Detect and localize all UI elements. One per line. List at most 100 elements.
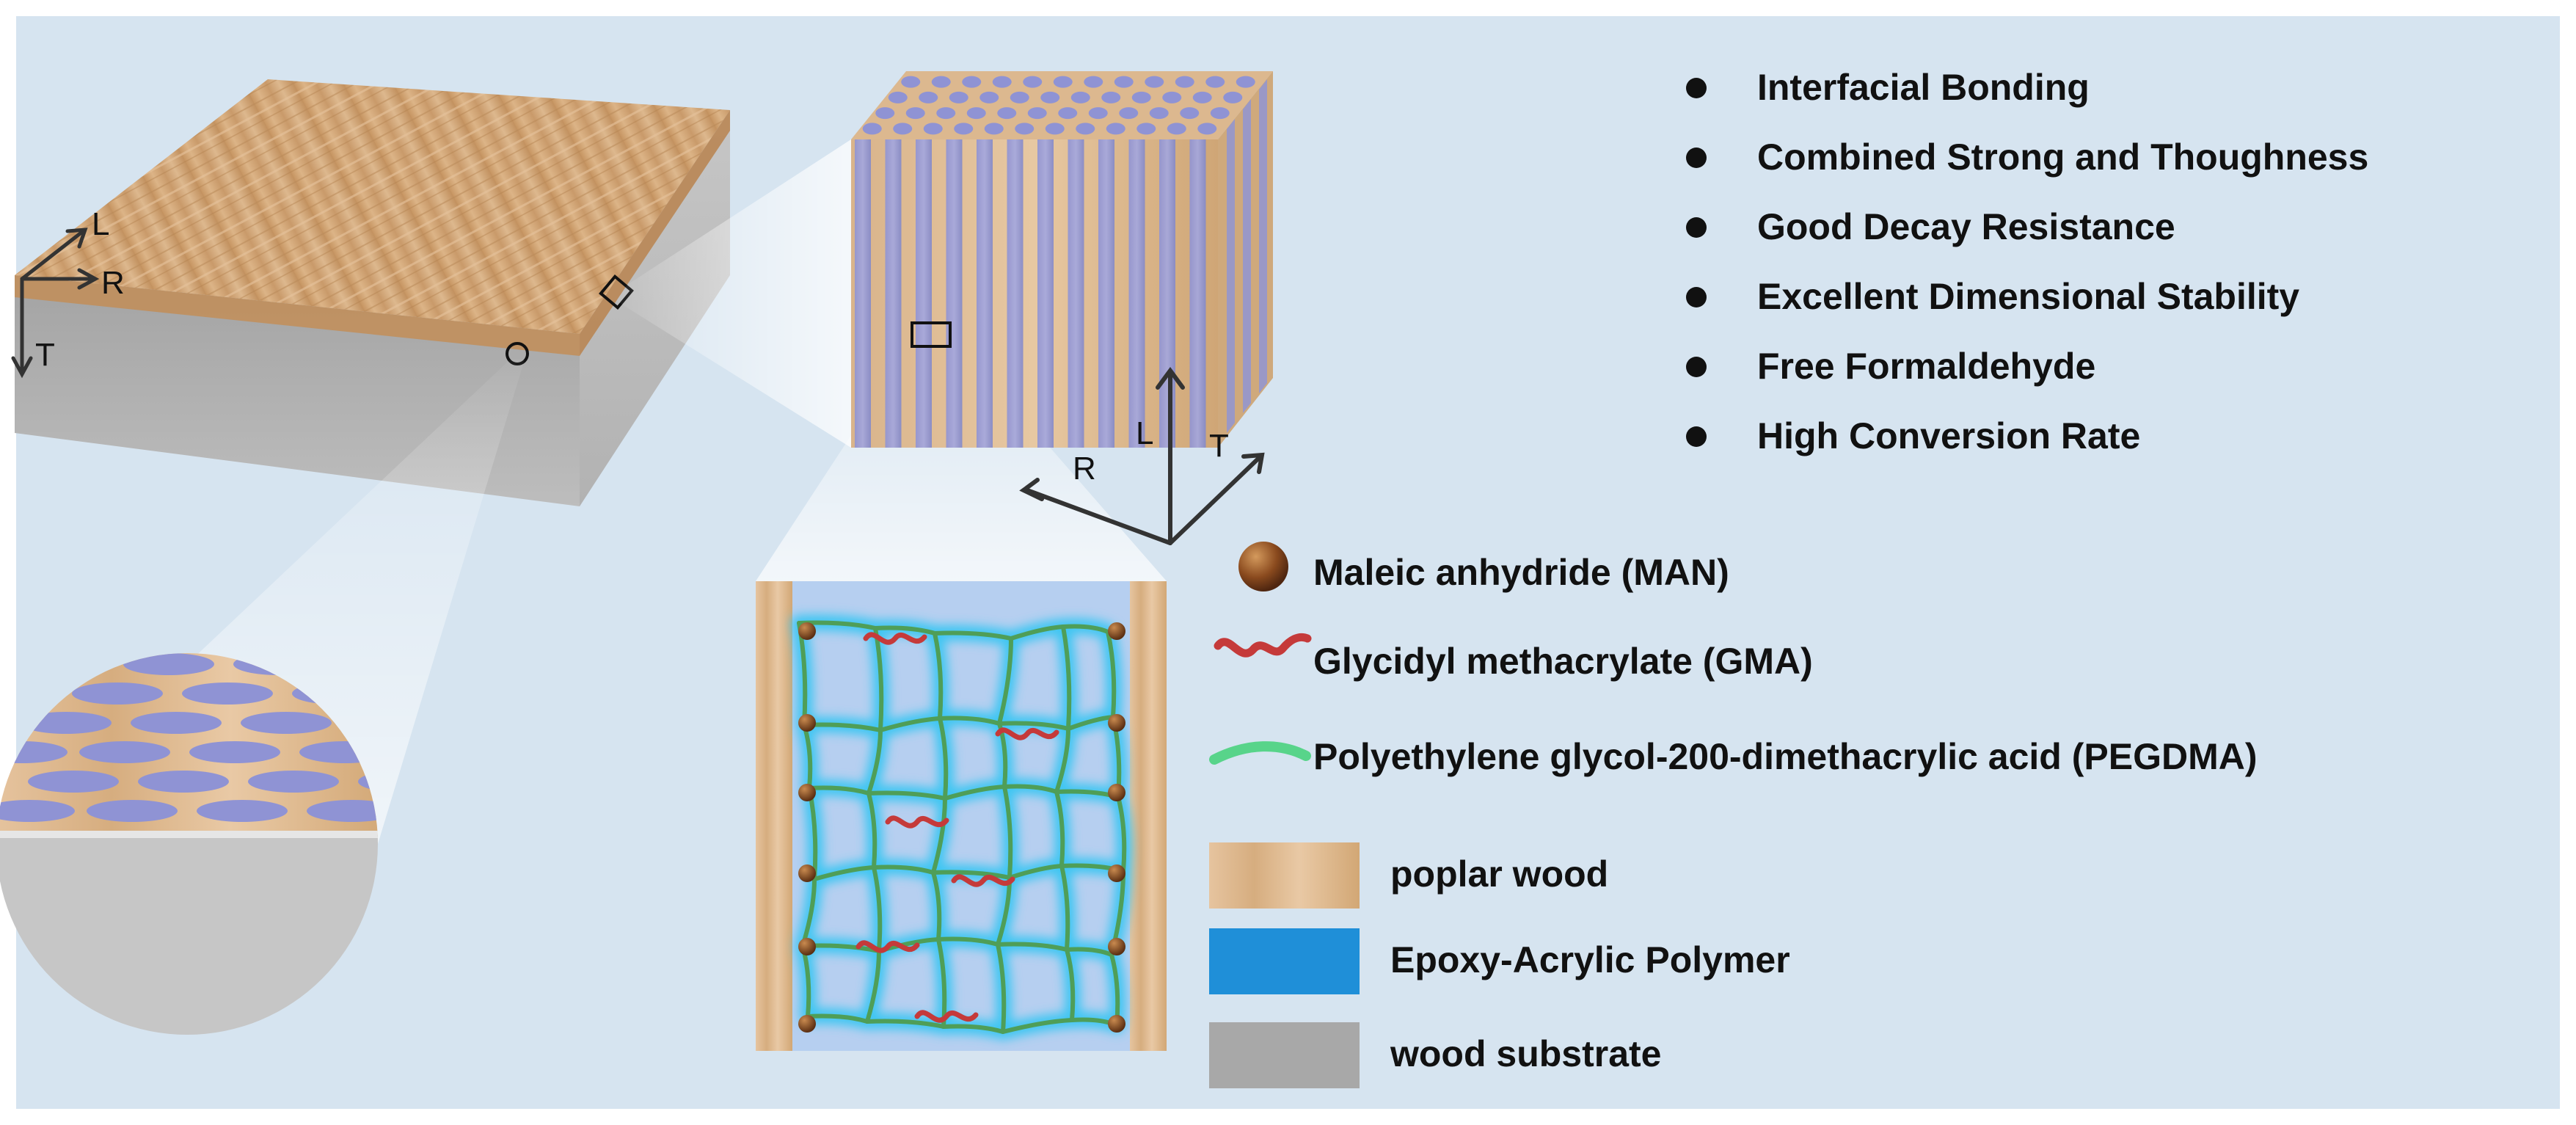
vessel-opening bbox=[1101, 92, 1120, 103]
property-item: Good Decay Resistance bbox=[1757, 206, 2175, 247]
polymer-filled-vessel bbox=[182, 682, 273, 705]
vessel-opening bbox=[949, 92, 968, 103]
legend-material-label: poplar wood bbox=[1390, 853, 1608, 895]
property-bullet bbox=[1686, 426, 1707, 447]
legend-swatch-poplar-wood bbox=[1209, 842, 1360, 909]
man-node bbox=[798, 784, 816, 801]
vessel-opening bbox=[1071, 92, 1090, 103]
vessel-opening bbox=[875, 107, 894, 119]
vessel-opening bbox=[1076, 123, 1095, 134]
vessel-opening bbox=[1180, 107, 1199, 119]
polymer-filled-vessel bbox=[1129, 139, 1145, 448]
polymer-filled-vessel bbox=[189, 741, 280, 763]
board-axis-R: R bbox=[101, 265, 125, 301]
vessel-opening bbox=[993, 76, 1012, 88]
vessel-opening bbox=[1211, 107, 1230, 119]
vessel-opening bbox=[1236, 76, 1255, 88]
man-node bbox=[1108, 622, 1125, 640]
vessel-opening bbox=[1175, 76, 1194, 88]
vessel-opening bbox=[1136, 123, 1156, 134]
property-item: Combined Strong and Thoughness bbox=[1757, 136, 2368, 178]
legend-molecule-label: Polyethylene glycol-200-dimethacrylic ac… bbox=[1313, 736, 2258, 777]
property-bullet bbox=[1686, 287, 1707, 307]
polymer-filled-vessel bbox=[946, 139, 963, 448]
vessel-opening bbox=[997, 107, 1016, 119]
vessel-opening bbox=[1150, 107, 1169, 119]
vessel-opening bbox=[889, 92, 908, 103]
polymer-filled-vessel bbox=[1259, 79, 1267, 393]
vessel-opening bbox=[1223, 92, 1242, 103]
polymer-filled-vessel bbox=[241, 712, 332, 734]
vessel-opening bbox=[1015, 123, 1034, 134]
vessel-opening bbox=[936, 107, 955, 119]
vessel-opening bbox=[901, 76, 920, 88]
vessel-opening bbox=[1023, 76, 1042, 88]
polymer-filled-vessel bbox=[87, 800, 178, 822]
man-node bbox=[1108, 784, 1125, 801]
polymer-filled-vessel bbox=[197, 800, 288, 822]
legend-material-label: wood substrate bbox=[1390, 1033, 1661, 1074]
property-item: High Conversion Rate bbox=[1757, 415, 2140, 456]
vessel-opening bbox=[1162, 92, 1181, 103]
property-bullet bbox=[1686, 357, 1707, 377]
vessel-opening bbox=[1010, 92, 1029, 103]
polymer-filled-vessel bbox=[138, 771, 229, 793]
man-node bbox=[798, 938, 816, 955]
vessel-opening bbox=[906, 107, 925, 119]
vessel-opening bbox=[1046, 123, 1065, 134]
vessel-opening bbox=[919, 92, 938, 103]
vessel-opening bbox=[1058, 107, 1077, 119]
vessel-opening bbox=[1114, 76, 1134, 88]
board-axis-T: T bbox=[35, 337, 55, 373]
vessel-opening bbox=[1205, 76, 1225, 88]
property-item: Free Formaldehyde bbox=[1757, 346, 2095, 387]
polymer-filled-vessel bbox=[248, 771, 339, 793]
board-axis-L: L bbox=[92, 206, 109, 242]
vessel-opening bbox=[932, 76, 951, 88]
vessel-opening bbox=[962, 76, 981, 88]
vessel-opening bbox=[1119, 107, 1138, 119]
polymer-filled-vessel bbox=[977, 139, 993, 448]
polymer-filled-vessel bbox=[72, 682, 163, 705]
vessel-opening bbox=[1145, 76, 1164, 88]
impregnated-cube bbox=[851, 71, 1273, 448]
cube-axis-T: T bbox=[1209, 428, 1229, 464]
vessel-opening bbox=[924, 123, 943, 134]
cube-axis-L: L bbox=[1136, 415, 1153, 451]
vessel-opening bbox=[1106, 123, 1125, 134]
polymer-filled-vessel bbox=[1007, 139, 1024, 448]
legend-molecule-label: Maleic anhydride (MAN) bbox=[1313, 552, 1729, 593]
polymer-filled-vessel bbox=[1190, 139, 1206, 448]
polymer-filled-vessel bbox=[916, 139, 932, 448]
polymer-filled-vessel bbox=[79, 741, 170, 763]
polymer-filled-vessel bbox=[1159, 139, 1175, 448]
vessel-opening bbox=[985, 123, 1004, 134]
vessel-opening bbox=[954, 123, 973, 134]
vessel-opening bbox=[1197, 123, 1216, 134]
polymer-filled-vessel bbox=[1037, 139, 1054, 448]
polymer-network bbox=[756, 581, 1167, 1051]
polymer-filled-vessel bbox=[28, 771, 119, 793]
man-node bbox=[1108, 714, 1125, 732]
legend-swatch-wood-substrate bbox=[1209, 1022, 1360, 1088]
man-node bbox=[1108, 1015, 1125, 1033]
polymer-filled-vessel bbox=[1243, 99, 1251, 413]
polymer-filled-vessel bbox=[855, 139, 871, 448]
man-node bbox=[798, 714, 816, 732]
vessel-opening bbox=[1193, 92, 1212, 103]
property-bullet bbox=[1686, 217, 1707, 238]
vessel-opening bbox=[1040, 92, 1059, 103]
polymer-filled-vessel bbox=[886, 139, 902, 448]
man-node bbox=[798, 864, 816, 882]
polymer-filled-vessel bbox=[1227, 119, 1235, 433]
polymer-filled-vessel bbox=[1098, 139, 1114, 448]
vessel-opening bbox=[1054, 76, 1073, 88]
legend-swatch-epoxy-polymer bbox=[1209, 928, 1360, 994]
legend-material-label: Epoxy-Acrylic Polymer bbox=[1390, 939, 1790, 980]
property-bullet bbox=[1686, 78, 1707, 98]
vessel-opening bbox=[1089, 107, 1108, 119]
vessel-opening bbox=[1167, 123, 1186, 134]
cube-axis-R: R bbox=[1073, 451, 1096, 487]
vessel-opening bbox=[863, 123, 882, 134]
